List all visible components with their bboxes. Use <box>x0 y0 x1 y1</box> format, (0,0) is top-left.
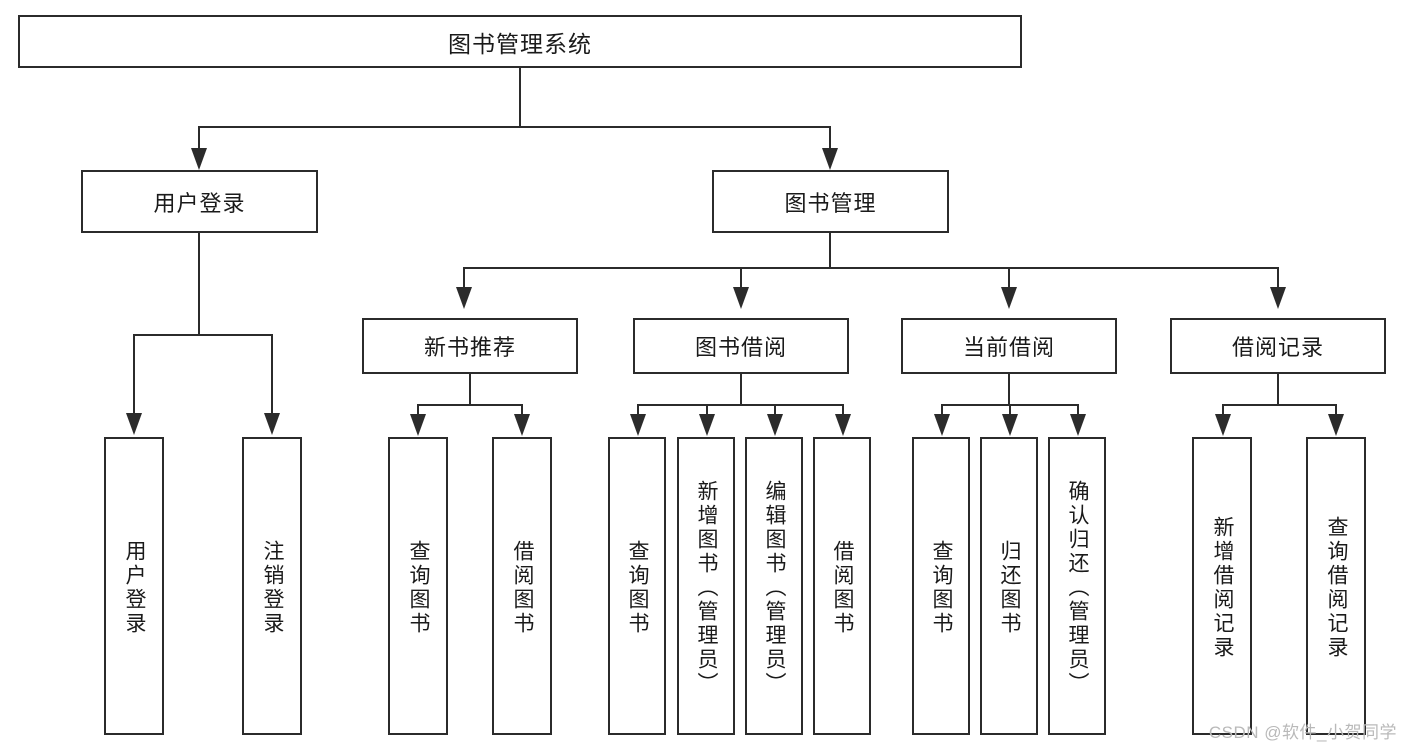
node-label: 借阅记录 <box>1231 335 1324 360</box>
node-leaf-borrow-book-1[interactable]: 借阅图书 <box>492 437 552 735</box>
node-label: 用户登录 <box>123 540 147 636</box>
arrow-to-leaf-return-book <box>1002 414 1018 436</box>
arrow-to-current-borrow <box>1001 287 1017 309</box>
node-leaf-add-book[interactable]: 新增图书（管理员） <box>677 437 735 735</box>
arrow-to-new-book-recommend <box>456 287 472 309</box>
node-label: 查询图书 <box>626 540 650 636</box>
arrow-to-leaf-borrow-book-2 <box>835 414 851 436</box>
connector-new-book-stem <box>469 374 471 405</box>
arrow-to-leaf-query-book-3 <box>934 414 950 436</box>
connector-root-drop-user-login <box>198 126 200 150</box>
connector-new-book-drop-1 <box>417 404 419 416</box>
node-label: 新增借阅记录 <box>1211 516 1235 660</box>
connector-book-borrow-drop-4 <box>842 404 844 416</box>
connector-user-login-bus <box>133 334 271 336</box>
arrow-to-leaf-query-record <box>1328 414 1344 436</box>
node-label: 查询图书 <box>930 540 954 636</box>
node-leaf-add-record[interactable]: 新增借阅记录 <box>1192 437 1252 735</box>
node-label: 编辑图书（管理员） <box>763 480 787 696</box>
node-label: 图书管理系统 <box>448 30 592 57</box>
connector-level3-drop-4 <box>1277 267 1279 289</box>
node-label: 借阅图书 <box>831 540 855 636</box>
connector-level3-drop-1 <box>463 267 465 289</box>
arrow-to-leaf-query-book-1 <box>410 414 426 436</box>
node-leaf-user-login[interactable]: 用户登录 <box>104 437 164 735</box>
connector-current-borrow-drop-1 <box>941 404 943 416</box>
node-book-borrow[interactable]: 图书借阅 <box>633 318 849 374</box>
node-leaf-query-book-1[interactable]: 查询图书 <box>388 437 448 735</box>
connector-user-login-drop-1 <box>133 334 135 415</box>
arrow-to-leaf-edit-book <box>767 414 783 436</box>
node-label: 新书推荐 <box>423 335 516 360</box>
arrow-to-leaf-add-record <box>1215 414 1231 436</box>
node-label: 图书借阅 <box>694 335 787 360</box>
node-leaf-query-book-3[interactable]: 查询图书 <box>912 437 970 735</box>
node-book-management[interactable]: 图书管理 <box>712 170 949 233</box>
connector-level3-drop-3 <box>1008 267 1010 289</box>
connector-borrow-record-stem <box>1277 374 1279 405</box>
connector-current-borrow-drop-3 <box>1077 404 1079 416</box>
arrow-to-book-manage <box>822 148 838 170</box>
connector-borrow-record-drop-1 <box>1222 404 1224 416</box>
connector-level3-drop-2 <box>740 267 742 289</box>
node-leaf-borrow-book-2[interactable]: 借阅图书 <box>813 437 871 735</box>
connector-book-borrow-stem <box>740 374 742 405</box>
node-label: 用户登录 <box>153 190 246 216</box>
connector-current-borrow-stem <box>1008 374 1010 405</box>
arrow-to-leaf-logout-login <box>264 413 280 435</box>
node-leaf-query-book-2[interactable]: 查询图书 <box>608 437 666 735</box>
connector-book-manage-stem <box>829 233 831 268</box>
connector-level3-bus <box>463 267 1277 269</box>
arrow-to-leaf-borrow-book-1 <box>514 414 530 436</box>
arrow-to-leaf-add-book <box>699 414 715 436</box>
arrow-to-leaf-user-login <box>126 413 142 435</box>
connector-book-borrow-bus <box>637 404 843 406</box>
arrow-to-leaf-confirm-return <box>1070 414 1086 436</box>
node-user-login[interactable]: 用户登录 <box>81 170 318 233</box>
connector-new-book-drop-2 <box>521 404 523 416</box>
node-label: 新增图书（管理员） <box>695 480 719 696</box>
node-label: 图书管理 <box>784 190 877 216</box>
connector-borrow-record-drop-2 <box>1335 404 1337 416</box>
connector-current-borrow-drop-2 <box>1009 404 1011 416</box>
arrow-to-book-borrow <box>733 287 749 309</box>
node-label: 借阅图书 <box>511 540 535 636</box>
connector-book-borrow-drop-2 <box>706 404 708 416</box>
node-leaf-logout-login[interactable]: 注销登录 <box>242 437 302 735</box>
node-new-book-recommend[interactable]: 新书推荐 <box>362 318 578 374</box>
node-borrow-record[interactable]: 借阅记录 <box>1170 318 1386 374</box>
connector-user-login-stem <box>198 233 200 335</box>
node-label: 当前借阅 <box>962 335 1055 360</box>
node-root-book-management-system[interactable]: 图书管理系统 <box>18 15 1022 68</box>
arrow-to-leaf-query-book-2 <box>630 414 646 436</box>
node-label: 查询借阅记录 <box>1325 516 1349 660</box>
connector-root-drop-book-manage <box>829 126 831 150</box>
connector-book-borrow-drop-1 <box>637 404 639 416</box>
connector-borrow-record-bus <box>1222 404 1336 406</box>
node-label: 确认归还（管理员） <box>1066 480 1090 696</box>
node-label: 查询图书 <box>407 540 431 636</box>
connector-user-login-drop-2 <box>271 334 273 415</box>
connector-new-book-bus <box>417 404 522 406</box>
arrow-to-user-login <box>191 148 207 170</box>
node-leaf-confirm-return[interactable]: 确认归还（管理员） <box>1048 437 1106 735</box>
node-label: 注销登录 <box>261 540 285 636</box>
node-label: 归还图书 <box>998 540 1022 636</box>
node-current-borrow[interactable]: 当前借阅 <box>901 318 1117 374</box>
node-leaf-edit-book[interactable]: 编辑图书（管理员） <box>745 437 803 735</box>
arrow-to-borrow-record <box>1270 287 1286 309</box>
node-leaf-query-record[interactable]: 查询借阅记录 <box>1306 437 1366 735</box>
connector-root-bus <box>198 126 831 128</box>
connector-root-stem <box>519 68 521 127</box>
connector-book-borrow-drop-3 <box>774 404 776 416</box>
node-leaf-return-book[interactable]: 归还图书 <box>980 437 1038 735</box>
